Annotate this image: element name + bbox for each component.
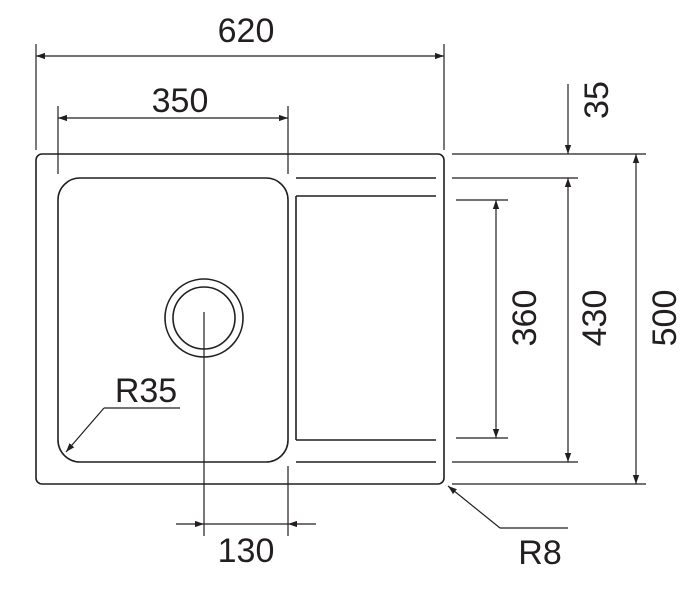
leader-r8 [447,485,501,529]
dim-label-r8: R8 [518,534,561,572]
dim-label-130: 130 [218,532,275,570]
dim-label-r35: R35 [115,372,177,410]
leader-r35 [65,407,105,453]
dim-label-500: 500 [646,290,684,347]
bowl-outline [57,177,289,463]
dim-label-35: 35 [578,81,616,119]
dim-label-430: 430 [576,290,614,347]
dim-label-620: 620 [218,12,275,50]
dim-label-350: 350 [152,82,209,120]
dim-label-360: 360 [506,290,544,347]
sink-outline [35,153,445,485]
